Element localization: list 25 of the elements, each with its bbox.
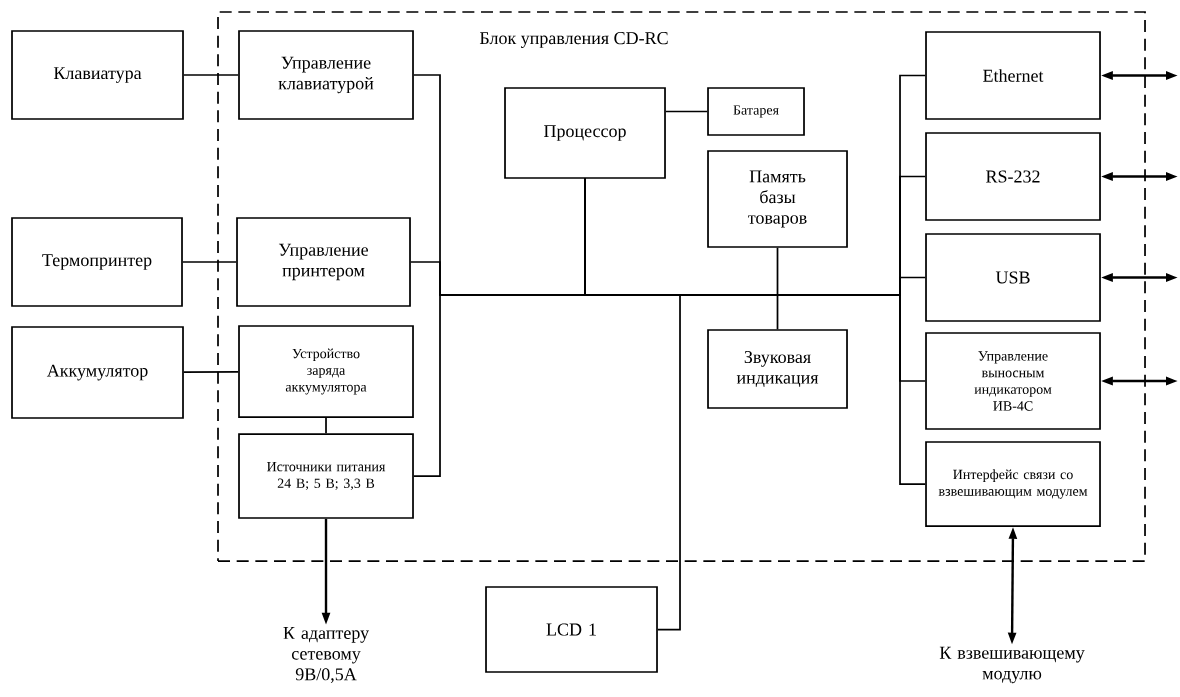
block-box: Устройство заряда аккумулятора — [238, 325, 414, 418]
connector-line — [183, 371, 239, 373]
block-box: Аккумулятор — [11, 326, 184, 419]
block-box: RS-232 — [925, 132, 1101, 221]
block-box: Звуковая индикация — [707, 329, 848, 409]
block-box: Термопринтер — [11, 217, 183, 307]
block-box: Интерфейс связи со взвешивающим модулем — [925, 441, 1101, 527]
block-box: Процессор — [504, 87, 666, 179]
block-box: Управление выносным индикатором ИВ-4С — [925, 332, 1101, 430]
block-box: Управление принтером — [236, 217, 411, 307]
connector-line — [183, 74, 239, 76]
connector-line — [584, 178, 926, 485]
text-label: К адаптеру сетевому 9В/0,5А — [283, 627, 369, 683]
connector-line — [325, 417, 327, 434]
block-box: LCD 1 — [485, 586, 658, 673]
block-box: USB — [925, 233, 1101, 322]
block-box: Источники питания 24 В; 5 В; 3,3 В — [238, 433, 414, 519]
block-box: Клавиатура — [11, 30, 184, 120]
connector-line — [665, 110, 708, 113]
connector-line — [182, 261, 237, 263]
block-box: Батарея — [707, 87, 805, 136]
text-label: К взвешивающему модулю — [939, 646, 1085, 684]
block-box: Управление клавиатурой — [238, 30, 414, 120]
block-box: Память базы товаров — [707, 150, 848, 248]
block-box: Ethernet — [925, 31, 1101, 120]
